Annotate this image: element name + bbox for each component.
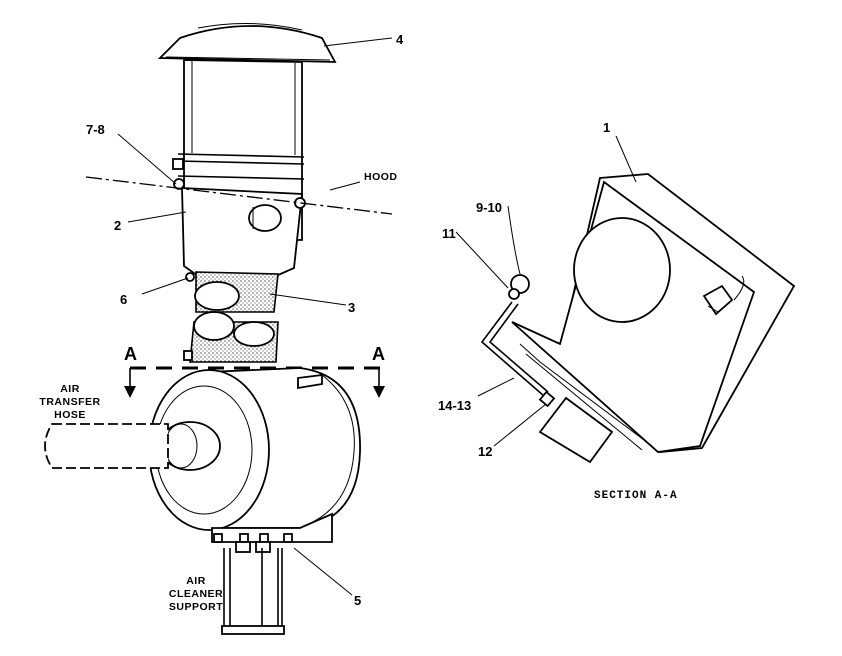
callout-14-13: 14-13 bbox=[438, 398, 471, 413]
callout-12: 12 bbox=[478, 444, 492, 459]
callout-7-8: 7-8 bbox=[86, 122, 105, 137]
callout-4: 4 bbox=[396, 32, 404, 47]
air-cleaner-main bbox=[148, 367, 361, 531]
cleaner-support bbox=[221, 548, 285, 635]
section-title: SECTION A-A bbox=[594, 490, 678, 502]
mounting-bracket-5 bbox=[211, 512, 333, 553]
section-marker-right: A bbox=[372, 344, 385, 364]
air-cleaner-support-label-1: AIR bbox=[186, 575, 206, 587]
section-marker-left: A bbox=[124, 344, 137, 364]
callout-3: 3 bbox=[348, 300, 355, 315]
section-line-a-a bbox=[124, 366, 385, 398]
section-clamp-rod bbox=[480, 274, 556, 408]
callout-1: 1 bbox=[603, 120, 610, 135]
hood-line bbox=[85, 176, 393, 215]
section-outlet bbox=[538, 396, 614, 464]
leader-lines-left bbox=[117, 37, 393, 596]
lower-body-2 bbox=[173, 178, 306, 277]
callout-11: 11 bbox=[442, 226, 456, 241]
hood-label: HOOD bbox=[364, 171, 398, 183]
air-transfer-hose-label-2: TRANSFER bbox=[39, 396, 100, 408]
callout-2: 2 bbox=[114, 218, 121, 233]
air-transfer-hose-label-1: AIR bbox=[60, 383, 80, 395]
leader-lines-right bbox=[455, 135, 637, 447]
callout-6: 6 bbox=[120, 292, 127, 307]
air-cleaner-support-label-3: SUPPORT bbox=[169, 601, 223, 613]
air-cleaner-support-label-2: CLEANER bbox=[169, 588, 223, 600]
section-view-housing bbox=[511, 173, 796, 453]
precleaner-cap bbox=[157, 22, 337, 63]
adapter-lower bbox=[183, 311, 279, 363]
callout-9-10: 9-10 bbox=[476, 200, 502, 215]
hose-outline bbox=[44, 423, 169, 469]
air-transfer-hose-label-3: HOSE bbox=[54, 409, 86, 421]
adapter-3 bbox=[185, 271, 279, 313]
callout-5: 5 bbox=[354, 593, 361, 608]
